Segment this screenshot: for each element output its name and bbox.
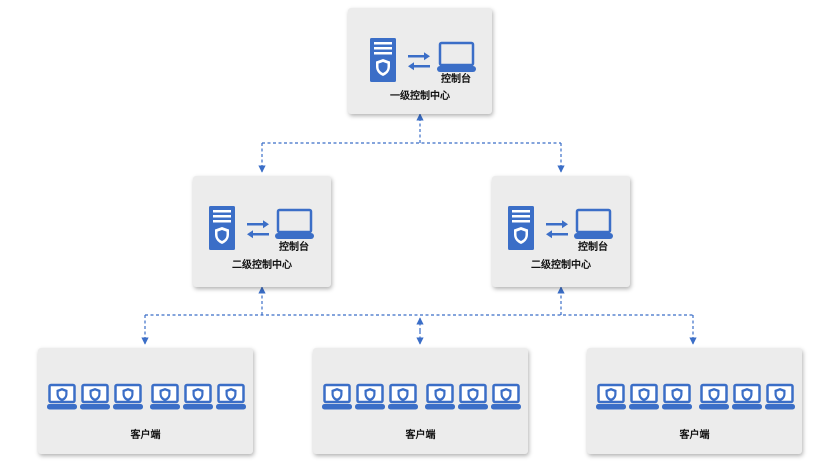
- client-group-3: 客户端: [587, 348, 802, 454]
- sync-arrows-icon: [408, 52, 430, 71]
- laptop-row: [596, 383, 795, 410]
- server-console-graphic: [508, 206, 613, 250]
- laptop-icon: [216, 383, 246, 410]
- client-label: 客户端: [405, 430, 436, 441]
- monitor-icon: [574, 208, 613, 239]
- level1-control-center: 控制台 一级控制中心: [348, 8, 492, 114]
- console-label: 控制台: [578, 242, 608, 253]
- laptop-icon: [491, 383, 521, 410]
- laptop-row: [47, 383, 246, 410]
- console-label: 控制台: [441, 74, 471, 85]
- laptop-icon: [458, 383, 488, 410]
- client-label: 客户端: [130, 430, 161, 441]
- client-group-2: 客户端: [313, 348, 528, 454]
- server-console-graphic: [209, 206, 314, 250]
- level1-name: 一级控制中心: [390, 91, 450, 102]
- laptop-icon: [629, 383, 659, 410]
- laptop-icon: [47, 383, 77, 410]
- monitor-icon: [437, 41, 476, 72]
- laptop-icon: [80, 383, 110, 410]
- server-icon: [209, 206, 235, 250]
- laptop-icon: [113, 383, 143, 410]
- laptop-icon: [150, 383, 180, 410]
- laptop-icon: [699, 383, 729, 410]
- server-icon: [508, 206, 534, 250]
- client-group-1: 客户端: [38, 348, 253, 454]
- laptop-icon: [322, 383, 352, 410]
- level2-name: 二级控制中心: [531, 260, 591, 271]
- laptop-icon: [765, 383, 795, 410]
- server-console-graphic: [370, 38, 476, 82]
- client-label: 客户端: [679, 430, 710, 441]
- server-icon: [370, 38, 396, 82]
- console-label: 控制台: [279, 242, 309, 253]
- laptop-icon: [732, 383, 762, 410]
- laptop-row: [322, 383, 521, 410]
- sync-arrows-icon: [546, 220, 568, 239]
- laptop-icon: [388, 383, 418, 410]
- monitor-icon: [275, 208, 314, 239]
- sync-arrows-icon: [247, 220, 269, 239]
- laptop-icon: [662, 383, 692, 410]
- level2-control-center-left: 控制台 二级控制中心: [193, 176, 331, 287]
- laptop-icon: [425, 383, 455, 410]
- laptop-icon: [355, 383, 385, 410]
- level2-control-center-right: 控制台 二级控制中心: [492, 176, 630, 287]
- laptop-icon: [596, 383, 626, 410]
- laptop-icon: [183, 383, 213, 410]
- level2-name: 二级控制中心: [232, 260, 292, 271]
